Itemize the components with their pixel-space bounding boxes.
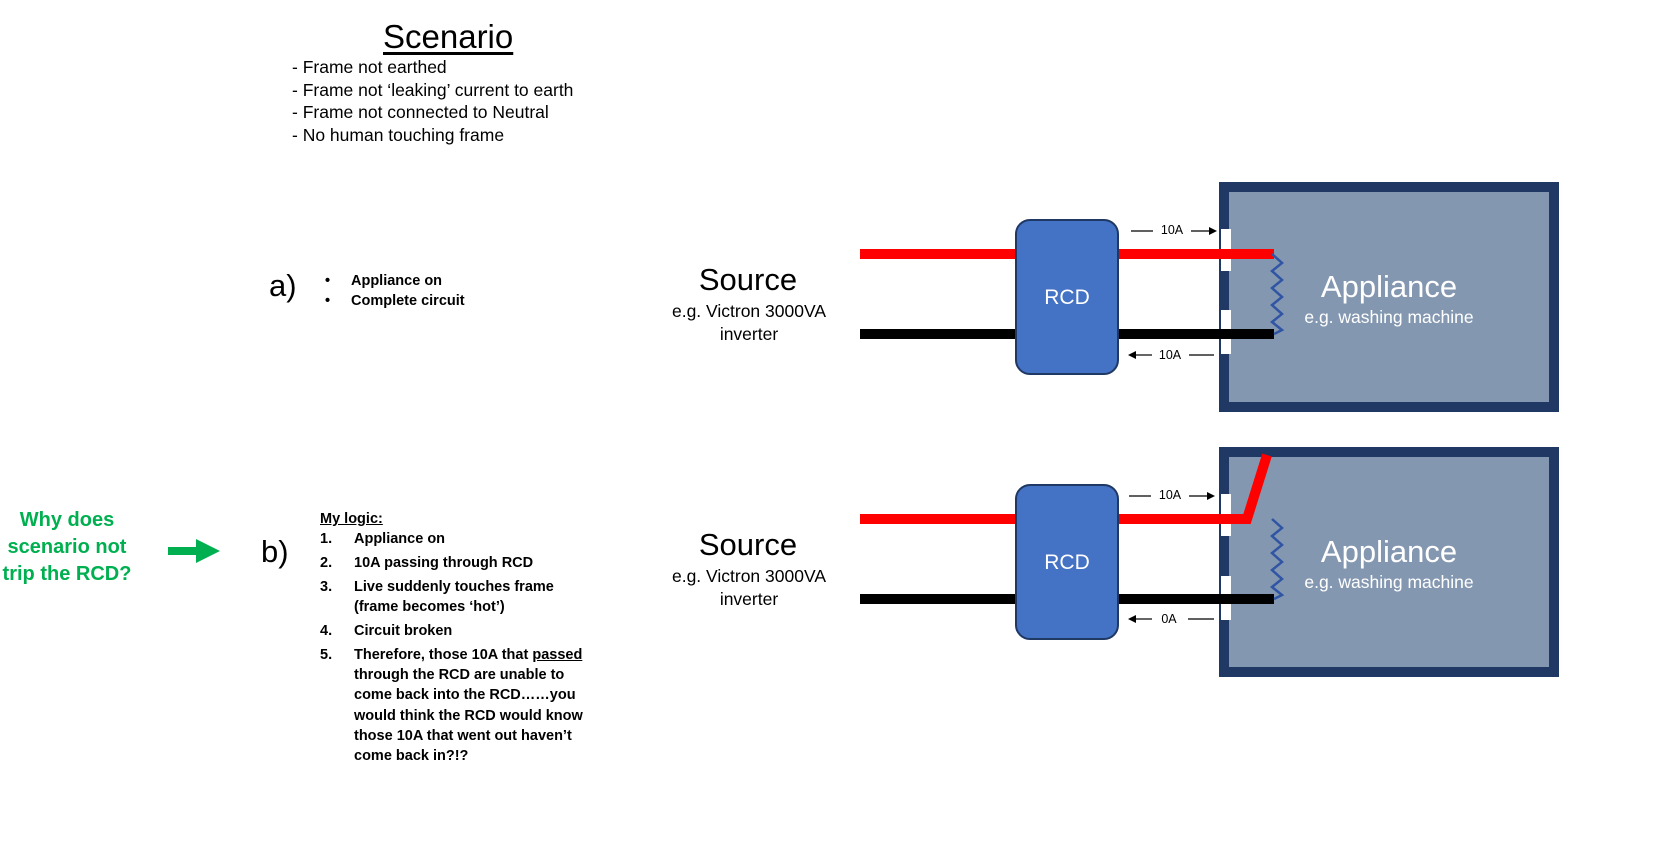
appliance-b: Appliance e.g. washing machine: [1219, 447, 1559, 677]
arrow-left-icon: [1128, 615, 1136, 623]
current-back-indicator: 10A: [1128, 348, 1214, 362]
heating-element-icon: [1269, 253, 1285, 336]
rcd-label: RCD: [1044, 286, 1090, 309]
appliance-a: Appliance e.g. washing machine: [1219, 182, 1559, 412]
logic-item: 2.10A passing through RCD: [320, 555, 534, 572]
current-back-indicator: 0A: [1128, 612, 1214, 626]
scenario-conditions: - Frame not earthed - Frame not ‘leaking…: [292, 56, 573, 146]
live-wire-touching-frame: [860, 453, 1272, 524]
arrow-left-icon: [1128, 351, 1136, 359]
source-sub-b: e.g. Victron 3000VA inverter: [671, 566, 827, 609]
appliance-title: Appliance: [1321, 269, 1457, 304]
appliance-sub: e.g. washing machine: [1304, 572, 1473, 592]
current-back-label: 0A: [1161, 612, 1177, 626]
rcd-box: [1015, 484, 1119, 640]
rcd-label: RCD: [1044, 551, 1090, 574]
current-out-label: 10A: [1161, 223, 1184, 237]
logic-item: 3.Live suddenly touches frame (frame bec…: [320, 578, 554, 616]
appliance-frame: [1219, 182, 1559, 412]
source-title-a: Source: [698, 262, 798, 297]
heating-element-icon: [1269, 518, 1285, 601]
current-out-label: 10A: [1159, 488, 1182, 502]
logic-heading: My logic:: [320, 511, 383, 527]
logic-item: 1.Appliance on: [320, 531, 446, 548]
logic-list: My logic: 1.Appliance on 2.10A passing t…: [320, 509, 590, 770]
current-back-label: 10A: [1159, 348, 1182, 362]
appliance-frame: [1219, 447, 1559, 677]
question-text: Why does scenario not trip the RCD?: [2, 509, 132, 585]
appliance-title: Appliance: [1321, 534, 1457, 569]
scenario-title: Scenario: [383, 18, 514, 55]
arrow-right-icon: [1207, 492, 1215, 500]
current-out-indicator: 10A: [1131, 223, 1217, 237]
condition-item: - Frame not ‘leaking’ current to earth: [292, 79, 574, 100]
source-title-b: Source: [698, 527, 798, 562]
case-a-label: a): [269, 268, 297, 303]
green-arrow-icon: [168, 539, 220, 563]
source-sub-a: e.g. Victron 3000VA inverter: [671, 301, 827, 344]
logic-item: 5.Therefore, those 10A that passed throu…: [320, 646, 583, 765]
logic-item: 4.Circuit broken: [320, 622, 453, 639]
appliance-sub: e.g. washing machine: [1304, 307, 1473, 327]
arrow-right-icon: [1209, 227, 1217, 235]
rcd-box: [1015, 219, 1119, 375]
condition-item: - Frame not earthed: [292, 57, 447, 77]
case-b-label: b): [261, 534, 289, 569]
current-out-indicator: 10A: [1129, 488, 1215, 502]
condition-item: - No human touching frame: [292, 124, 505, 145]
condition-item: - Frame not connected to Neutral: [292, 102, 549, 123]
